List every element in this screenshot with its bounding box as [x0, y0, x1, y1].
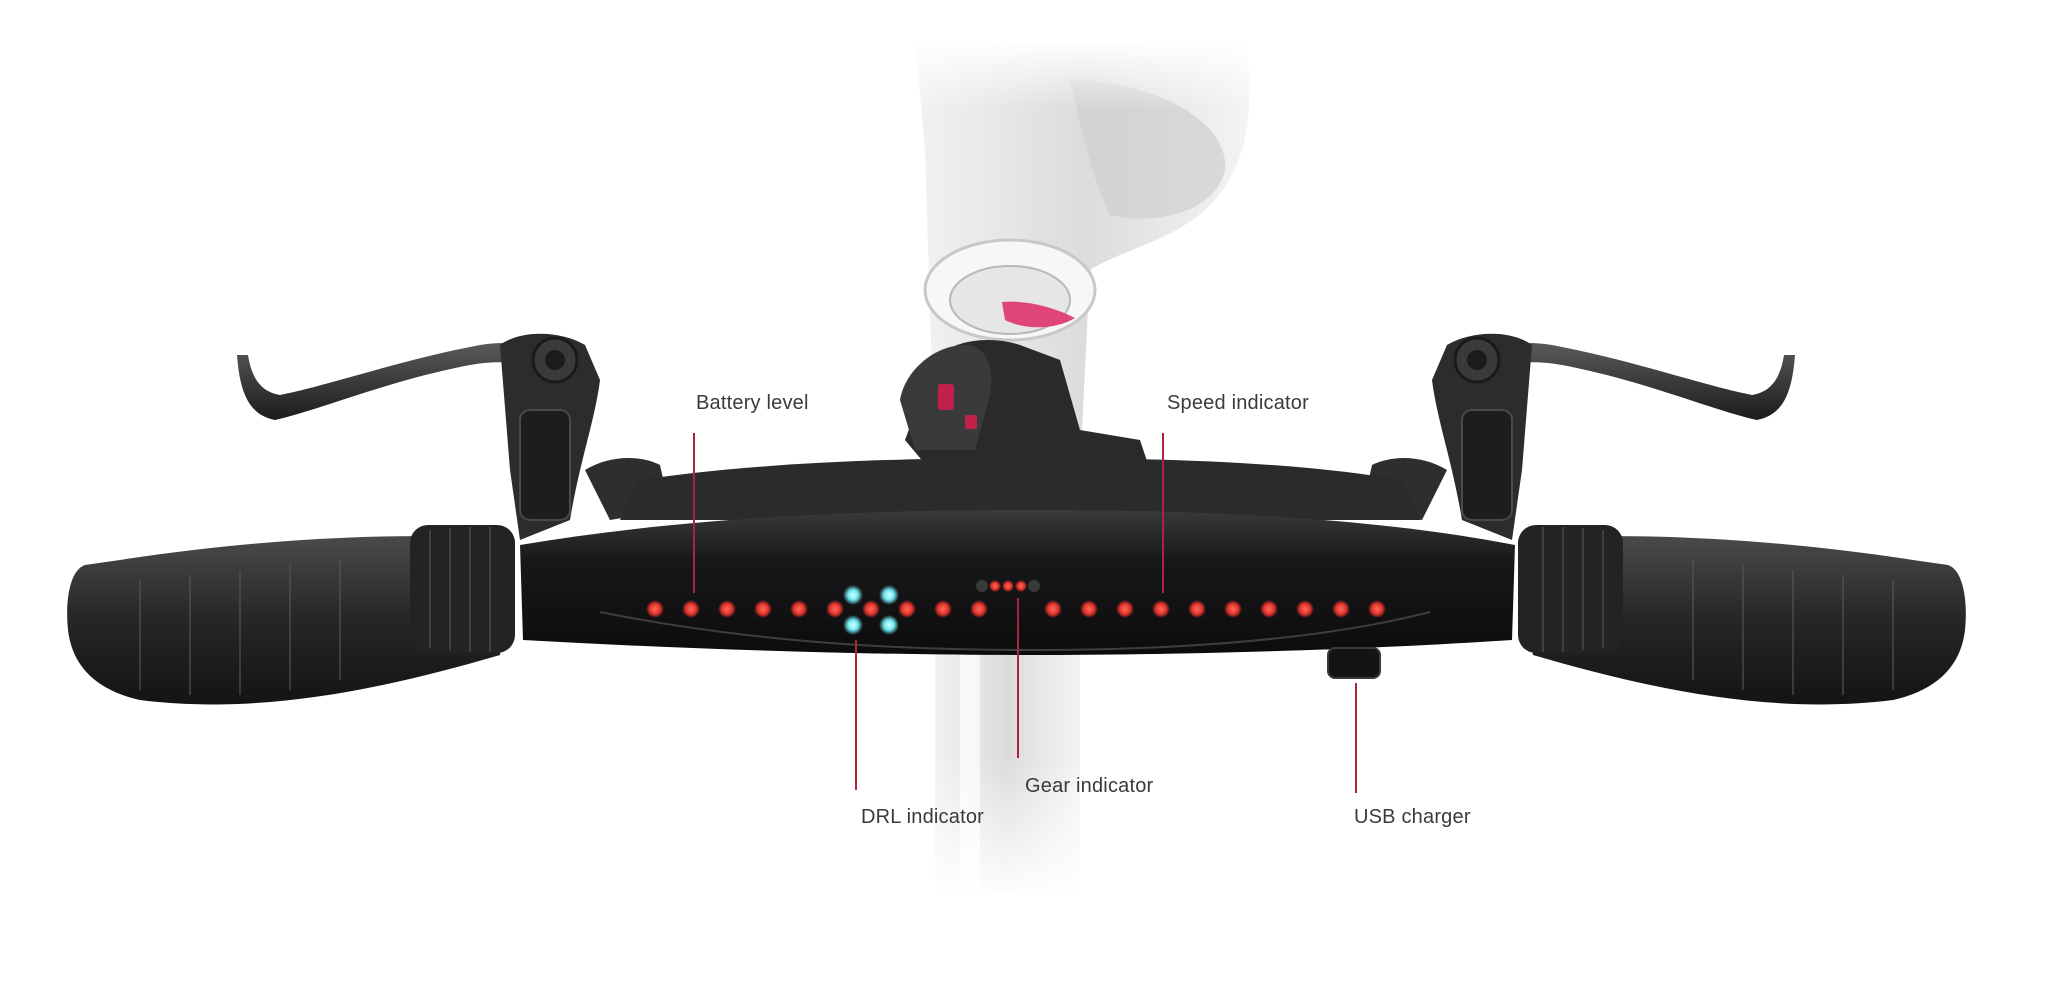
battery-led — [790, 600, 808, 618]
battery-led — [970, 600, 988, 618]
gear-led-lit — [989, 580, 1001, 592]
speed-led — [1260, 600, 1278, 618]
usb-charger-leader — [1355, 683, 1357, 793]
usb-port — [1327, 647, 1381, 679]
speed-led — [1152, 600, 1170, 618]
throttle-unit — [900, 340, 1150, 470]
right-grip — [1518, 525, 1966, 705]
speed-led — [1080, 600, 1098, 618]
battery-led — [754, 600, 772, 618]
gear-indicator-label: Gear indicator — [1025, 775, 1154, 797]
battery-led — [898, 600, 916, 618]
speed-led — [1188, 600, 1206, 618]
left-grip — [67, 525, 515, 705]
speed-led — [1224, 600, 1242, 618]
battery-led — [934, 600, 952, 618]
battery-led — [646, 600, 664, 618]
gear-led-lit — [1002, 580, 1014, 592]
right-brake-lever — [1362, 333, 1795, 540]
gear-indicator-leader — [1017, 598, 1019, 758]
battery-led — [718, 600, 736, 618]
battery-level-leader — [693, 433, 695, 593]
speed-led — [1296, 600, 1314, 618]
left-brake-lever — [237, 333, 670, 540]
speed-led — [1044, 600, 1062, 618]
led-display — [646, 580, 1386, 635]
battery-led — [862, 600, 880, 618]
speed-indicator-label: Speed indicator — [1167, 392, 1309, 414]
drl-indicator-label: DRL indicator — [861, 806, 985, 828]
lower-stem — [925, 640, 1095, 900]
speed-led — [1368, 600, 1386, 618]
usb-charger-label: USB charger — [1354, 806, 1471, 828]
drl-led — [879, 615, 899, 635]
drl-led — [843, 615, 863, 635]
gear-led-off — [1028, 580, 1040, 592]
speed-led — [1332, 600, 1350, 618]
drl-indicator-leader — [855, 640, 857, 790]
gear-led-lit — [1015, 580, 1027, 592]
drl-led — [843, 585, 863, 605]
drl-led — [879, 585, 899, 605]
battery-led — [826, 600, 844, 618]
battery-level-label: Battery level — [696, 392, 809, 414]
battery-led — [682, 600, 700, 618]
speed-indicator-leader — [1162, 433, 1164, 593]
gear-led-off — [976, 580, 988, 592]
speed-led — [1116, 600, 1134, 618]
